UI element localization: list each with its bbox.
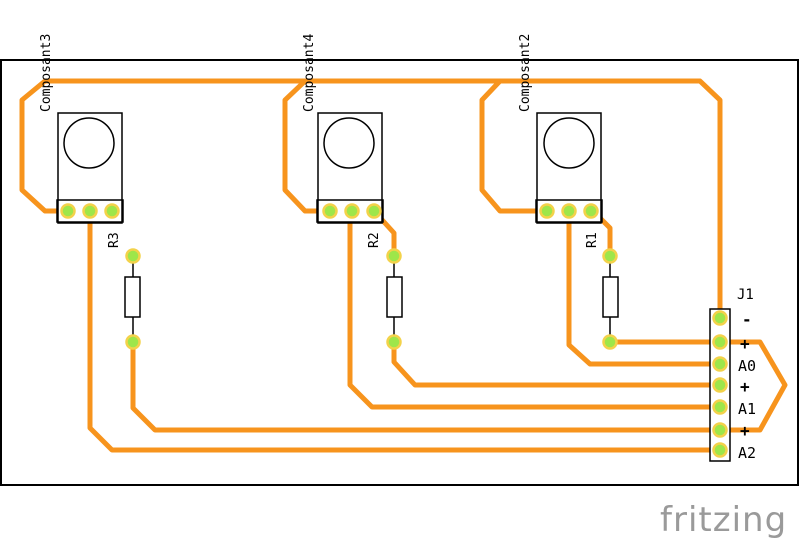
label-composant4: Composant4 — [302, 34, 317, 112]
trace-r2-to-a1 — [391, 339, 723, 388]
label-composant3: Composant3 — [39, 34, 54, 112]
pads — [60, 203, 728, 458]
pad — [712, 377, 728, 393]
pad — [712, 442, 728, 458]
fritzing-logo: fritzing — [660, 500, 788, 540]
resistor-r2-body — [386, 276, 403, 318]
composant3-lens — [63, 117, 115, 169]
pad — [344, 203, 360, 219]
pad — [322, 203, 338, 219]
pin-label: A0 — [738, 357, 756, 375]
pad — [712, 310, 728, 326]
trace-middle-signal — [347, 208, 723, 410]
pad — [386, 248, 402, 264]
pad — [386, 334, 402, 350]
pin-label: A1 — [738, 400, 756, 418]
trace-right-signal — [566, 208, 723, 367]
label-composant2: Composant2 — [518, 34, 533, 112]
pad — [125, 334, 141, 350]
trace-left-signal — [87, 208, 723, 453]
composant3-pin-header — [56, 199, 124, 223]
trace-top-middle — [282, 78, 333, 214]
pin-label: + — [740, 377, 750, 396]
composant4-lens — [323, 117, 375, 169]
pad — [712, 334, 728, 350]
composant2-pin-header — [535, 199, 603, 223]
label-j1: J1 — [737, 287, 754, 303]
resistor-r1-body — [602, 276, 619, 318]
pad — [82, 203, 98, 219]
trace-top-bus — [19, 78, 723, 321]
pad — [712, 399, 728, 415]
resistor-r3-body — [124, 276, 141, 318]
label-r3: R3 — [107, 232, 122, 248]
pad — [712, 422, 728, 438]
label-r1: R1 — [585, 232, 600, 248]
pin-label: + — [740, 334, 750, 353]
pad — [104, 203, 120, 219]
pin-label: - — [742, 310, 752, 329]
pad — [561, 203, 577, 219]
label-r2: R2 — [367, 232, 382, 248]
composant4-pin-header — [316, 199, 384, 223]
traces — [19, 78, 788, 453]
pad — [712, 356, 728, 372]
pin-label: + — [740, 421, 750, 440]
trace-top-right — [479, 78, 548, 214]
pad — [602, 248, 618, 264]
trace-connector-bus — [717, 339, 788, 433]
pad — [60, 203, 76, 219]
pin-label: A2 — [738, 444, 756, 462]
composant2-lens — [543, 117, 595, 169]
pad — [539, 203, 555, 219]
pad — [583, 203, 599, 219]
pad — [366, 203, 382, 219]
trace-r3-to-a2 — [130, 339, 723, 433]
pad — [125, 248, 141, 264]
pad — [602, 334, 618, 350]
board-outline — [0, 59, 799, 486]
